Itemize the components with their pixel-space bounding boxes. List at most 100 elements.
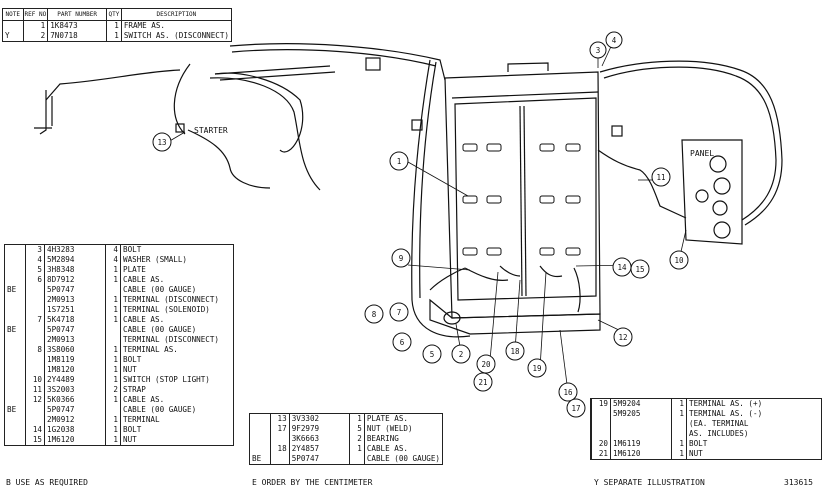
cell-desc: TERMINAL AS. <box>123 345 178 354</box>
callout-4 <box>605 31 623 49</box>
cell-qty: 1 <box>105 265 121 275</box>
cell-qty <box>105 285 121 295</box>
callout-1 <box>389 151 409 171</box>
header-qty: QTY <box>106 9 122 21</box>
callout-label: 19 <box>532 364 541 373</box>
cell-qty: 1 <box>105 415 121 425</box>
cell-desc: BEARING <box>366 434 399 443</box>
cell-desc: NUT <box>123 435 137 444</box>
cell-note: Y <box>5 31 10 40</box>
cell-note <box>5 255 26 265</box>
cell-desc: CABLE AS. <box>123 315 165 324</box>
cell-desc: NUT <box>123 365 137 374</box>
callout-18 <box>505 341 525 361</box>
cell-qty: 1 <box>671 449 687 459</box>
panel-label: PANEL <box>690 149 714 158</box>
cell-ref <box>25 285 45 295</box>
cell-desc: CABLE (00 GAUGE) <box>366 454 440 463</box>
cell-desc: PLATE <box>123 265 146 274</box>
callout-9 <box>391 248 411 268</box>
cell-qty: 4 <box>105 255 121 265</box>
cell-qty: 1 <box>105 355 121 365</box>
cell-ref: 8 <box>25 345 45 355</box>
cell-desc: FRAME AS. <box>123 21 165 30</box>
table-row: Y 2 7N0718 1 SWITCH AS. (DISCONNECT) <box>3 31 231 41</box>
cell-ref: 7 <box>25 315 45 325</box>
cell-ref: 13 <box>269 414 290 424</box>
cell-part: 3K6663 <box>289 434 350 444</box>
callout-label: 5 <box>430 350 435 359</box>
cell-part: 2M0913 <box>44 335 106 345</box>
footnote-b: B USE AS REQUIRED <box>6 478 88 487</box>
cell-part: 1M6119 <box>610 439 672 449</box>
cell-note <box>5 265 26 275</box>
callout-19 <box>527 358 547 378</box>
cell-qty <box>671 429 687 439</box>
cell-ref <box>269 434 290 444</box>
cell-part: 5P0747 <box>44 325 106 335</box>
callout-6 <box>392 332 412 352</box>
cell-desc: SWITCH (STOP LIGHT) <box>123 375 210 384</box>
cell-note <box>5 385 26 395</box>
callout-8 <box>364 304 384 324</box>
cell-note <box>250 424 270 434</box>
cell-note <box>5 425 26 435</box>
panel-housing <box>681 139 743 245</box>
callout-2 <box>451 344 471 364</box>
callout-label: 10 <box>674 256 684 265</box>
cell-part: 9F2979 <box>289 424 350 434</box>
cell-note <box>5 395 26 405</box>
cell-part: 2Y4857 <box>289 444 350 454</box>
cell-part: 5M9204 <box>610 399 672 409</box>
cell-qty: 1 <box>105 395 121 405</box>
cell-ref: 3 <box>25 245 45 255</box>
cell-part: 5M2894 <box>44 255 106 265</box>
cell-desc: CABLE (00 GAUGE) <box>123 405 197 414</box>
cell-part: 1M6120 <box>610 449 672 459</box>
cell-part <box>610 429 672 439</box>
cell-part: 4H3283 <box>44 245 106 255</box>
cell-qty: 1 <box>105 315 121 325</box>
cell-note <box>5 315 26 325</box>
drawing-code: 313615 <box>784 478 813 487</box>
cell-desc: BOLT <box>123 245 142 254</box>
callout-label: 21 <box>478 378 487 387</box>
cell-note <box>5 335 26 345</box>
cell-note <box>5 435 26 445</box>
cell-qty: 1 <box>105 305 121 315</box>
table-row: AS. INCLUDES) <box>591 429 765 439</box>
header-ref: REF NO <box>22 9 49 21</box>
cell-part: 2M0913 <box>44 295 106 305</box>
callout-11 <box>651 167 671 187</box>
callout-5 <box>422 344 442 364</box>
callout-label: 6 <box>400 338 405 347</box>
cell-note: BE <box>7 285 17 294</box>
cell-part: 5P0747 <box>289 454 350 464</box>
cell-qty <box>105 405 121 415</box>
cell-note <box>5 275 26 285</box>
cell-qty <box>105 335 121 345</box>
callout-label: 17 <box>571 404 580 413</box>
cell-desc: TERMINAL AS. (-) <box>689 409 763 418</box>
cell-note: BE <box>7 405 17 414</box>
callout-label: 15 <box>635 265 644 274</box>
cell-desc: CABLE AS. <box>366 444 408 453</box>
callout-label: 8 <box>372 310 377 319</box>
cell-qty <box>349 454 365 464</box>
header-note: NOTE <box>3 9 24 21</box>
cell-qty: 1 <box>671 409 687 419</box>
